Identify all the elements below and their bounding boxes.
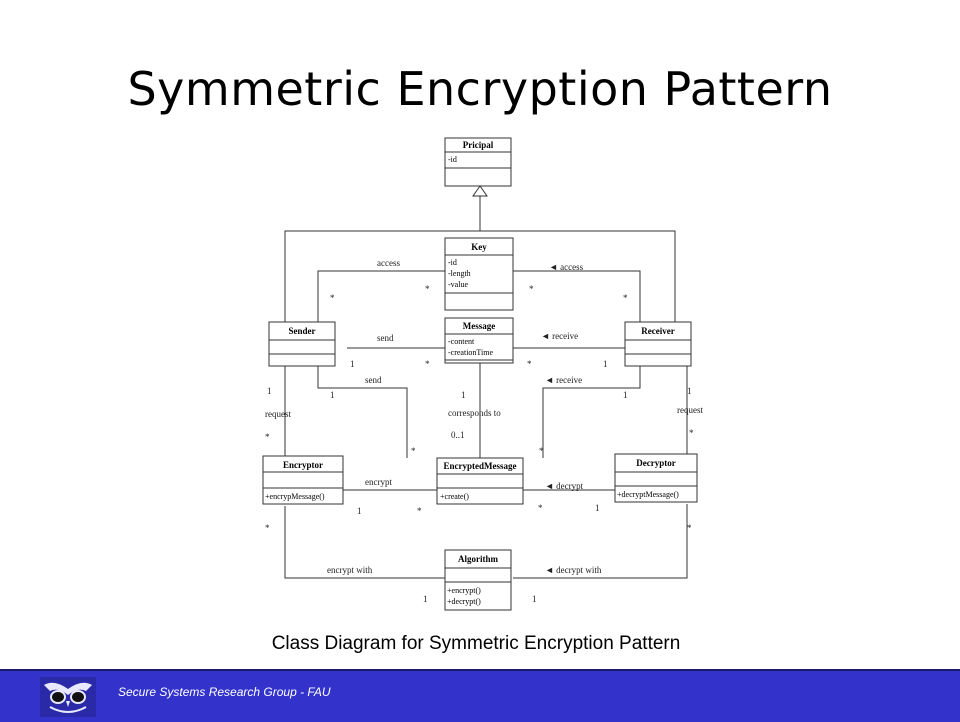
multiplicity: 1: [267, 386, 272, 396]
association-label: request: [265, 409, 291, 419]
association-label: ◄ receive: [541, 331, 578, 341]
multiplicity: *: [623, 293, 628, 303]
association-label: corresponds to: [448, 408, 501, 418]
class-name: Key: [471, 242, 487, 252]
multiplicity: *: [527, 359, 532, 369]
class-algorithm: Algorithm +encrypt() +decrypt(): [444, 549, 512, 611]
class-name: Pricipal: [463, 140, 494, 150]
owl-logo-icon: [40, 677, 96, 717]
multiplicity: *: [687, 523, 692, 533]
class-decryptor: Decryptor +decryptMessage(): [614, 453, 698, 503]
footer-text: Secure Systems Research Group - FAU: [118, 685, 331, 699]
class-attribute: -id: [448, 155, 457, 164]
multiplicity: *: [265, 523, 270, 533]
footer-bar: [0, 669, 960, 722]
slide-title: Symmetric Encryption Pattern: [127, 62, 833, 116]
generalization-arrow-icon: [472, 185, 488, 197]
association-label: encrypt: [365, 477, 392, 487]
multiplicity: 1: [423, 594, 428, 604]
multiplicity: *: [411, 446, 416, 456]
multiplicity: 1: [357, 506, 362, 516]
multiplicity: 0..1: [451, 430, 465, 440]
association-label: send: [365, 375, 382, 385]
class-key: Key -id -length -value: [444, 237, 514, 311]
class-message: Message -content -creationTime: [444, 317, 514, 364]
association-label: access: [377, 258, 400, 268]
association-label: encrypt with: [327, 565, 373, 575]
multiplicity: 1: [595, 503, 600, 513]
multiplicity: *: [689, 428, 694, 438]
figure-caption: Class Diagram for Symmetric Encryption P…: [271, 633, 681, 654]
class-name: Receiver: [641, 326, 674, 336]
multiplicity: *: [539, 446, 544, 456]
class-operation: +decryptMessage(): [617, 490, 679, 499]
class-name: EncryptedMessage: [444, 461, 517, 471]
multiplicity: *: [265, 432, 270, 442]
class-receiver: Receiver: [624, 321, 692, 367]
multiplicity: *: [417, 506, 422, 516]
class-operation: +decrypt(): [447, 597, 481, 606]
class-encrypted-message: EncryptedMessage +create(): [436, 457, 524, 505]
multiplicity: *: [330, 293, 335, 303]
multiplicity: 1: [532, 594, 537, 604]
multiplicity: 1: [350, 359, 355, 369]
multiplicity: 1: [330, 390, 335, 400]
class-attribute: -id: [448, 258, 457, 267]
multiplicity: *: [529, 284, 534, 294]
multiplicity: 1: [461, 390, 466, 400]
class-name: Sender: [289, 326, 316, 336]
association-label: ◄ decrypt with: [545, 565, 602, 575]
class-operation: +encrypMessage(): [265, 492, 325, 501]
class-sender: Sender: [268, 321, 336, 367]
class-attribute: -content: [448, 337, 475, 346]
class-name: Algorithm: [458, 554, 498, 564]
class-operation: +encrypt(): [447, 586, 481, 595]
class-attribute: -creationTime: [448, 348, 493, 357]
association-label: request: [677, 405, 703, 415]
multiplicity: 1: [603, 359, 608, 369]
class-attribute: -value: [448, 280, 468, 289]
class-name: Message: [463, 321, 496, 331]
class-operation: +create(): [440, 492, 469, 501]
class-attribute: -length: [448, 269, 471, 278]
class-encryptor: Encryptor +encrypMessage(): [262, 455, 344, 505]
class-principal: Pricipal -id: [444, 137, 512, 187]
class-name: Encryptor: [283, 460, 323, 470]
class-diagram: Pricipal -id Key -id -length -value Mess…: [262, 137, 703, 611]
association-label: send: [377, 333, 394, 343]
multiplicity: 1: [687, 386, 692, 396]
association-label: ◄ receive: [545, 375, 582, 385]
multiplicity: 1: [623, 390, 628, 400]
association-label: ◄ decrypt: [545, 481, 584, 491]
class-name: Decryptor: [636, 458, 675, 468]
multiplicity: *: [425, 359, 430, 369]
multiplicity: *: [538, 503, 543, 513]
association-label: ◄ access: [549, 262, 584, 272]
multiplicity: *: [425, 284, 430, 294]
